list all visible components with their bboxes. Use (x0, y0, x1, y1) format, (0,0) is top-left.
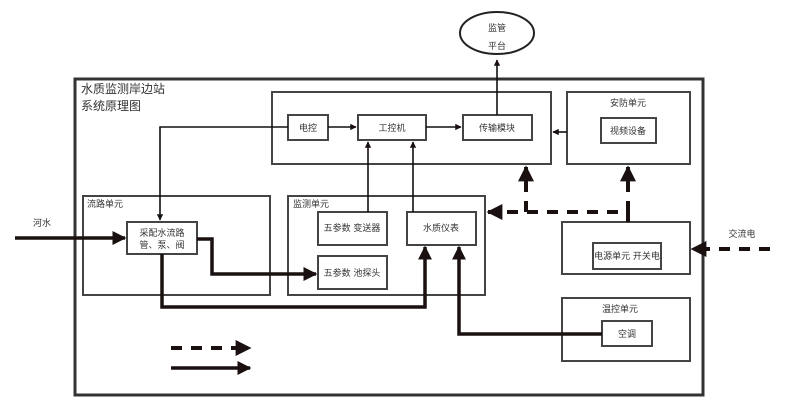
ipc-label: 工控机 (378, 122, 405, 134)
flow-unit (82, 195, 271, 296)
arrow-power-to-monitoring (486, 204, 630, 222)
supervision-platform: 监管 平台 (459, 11, 535, 55)
probe-box (317, 255, 388, 290)
river-water-label: 河水 (33, 217, 51, 229)
arrow-electric-to-sampling (156, 126, 288, 221)
power-switch-box (592, 242, 662, 270)
sampling-line2: 管、泵、阀 (139, 239, 184, 251)
diagram-title-line1: 水质监测岸边站 (81, 82, 165, 96)
instrument-label: 水质仪表 (423, 222, 459, 234)
ac-label: 空调 (618, 328, 636, 340)
transmission-label: 传输模块 (479, 122, 515, 134)
power-label: 电源单元 开关电 (594, 250, 660, 262)
probe-label: 五参数 池探头 (324, 267, 381, 279)
transmitter-box (317, 211, 388, 246)
sampling-line1: 采配水流路 (139, 227, 184, 239)
transmitter-label: 五参数 变送器 (324, 222, 381, 234)
video-label: 视频设备 (610, 125, 646, 137)
platform-line1: 监管 (488, 22, 506, 34)
security-title: 安防单元 (610, 97, 646, 109)
arrow-sampling-to-instrument (160, 245, 432, 309)
arrow-sampling-to-probe (197, 237, 318, 281)
arrow-ac-to-instrument (452, 245, 602, 336)
temperature-title: 温控单元 (602, 303, 638, 315)
flow-title: 流路单元 (87, 198, 123, 210)
ac-power-label: 交流电 (728, 228, 755, 240)
platform-line2: 平台 (488, 40, 506, 52)
instrument-box (406, 211, 477, 246)
electric-control-box (287, 114, 329, 141)
monitoring-title: 监测单元 (293, 198, 329, 210)
electric-control-label: 电控 (299, 122, 317, 134)
video-box (600, 117, 657, 144)
diagram-title-line2: 系统原理图 (81, 99, 141, 113)
